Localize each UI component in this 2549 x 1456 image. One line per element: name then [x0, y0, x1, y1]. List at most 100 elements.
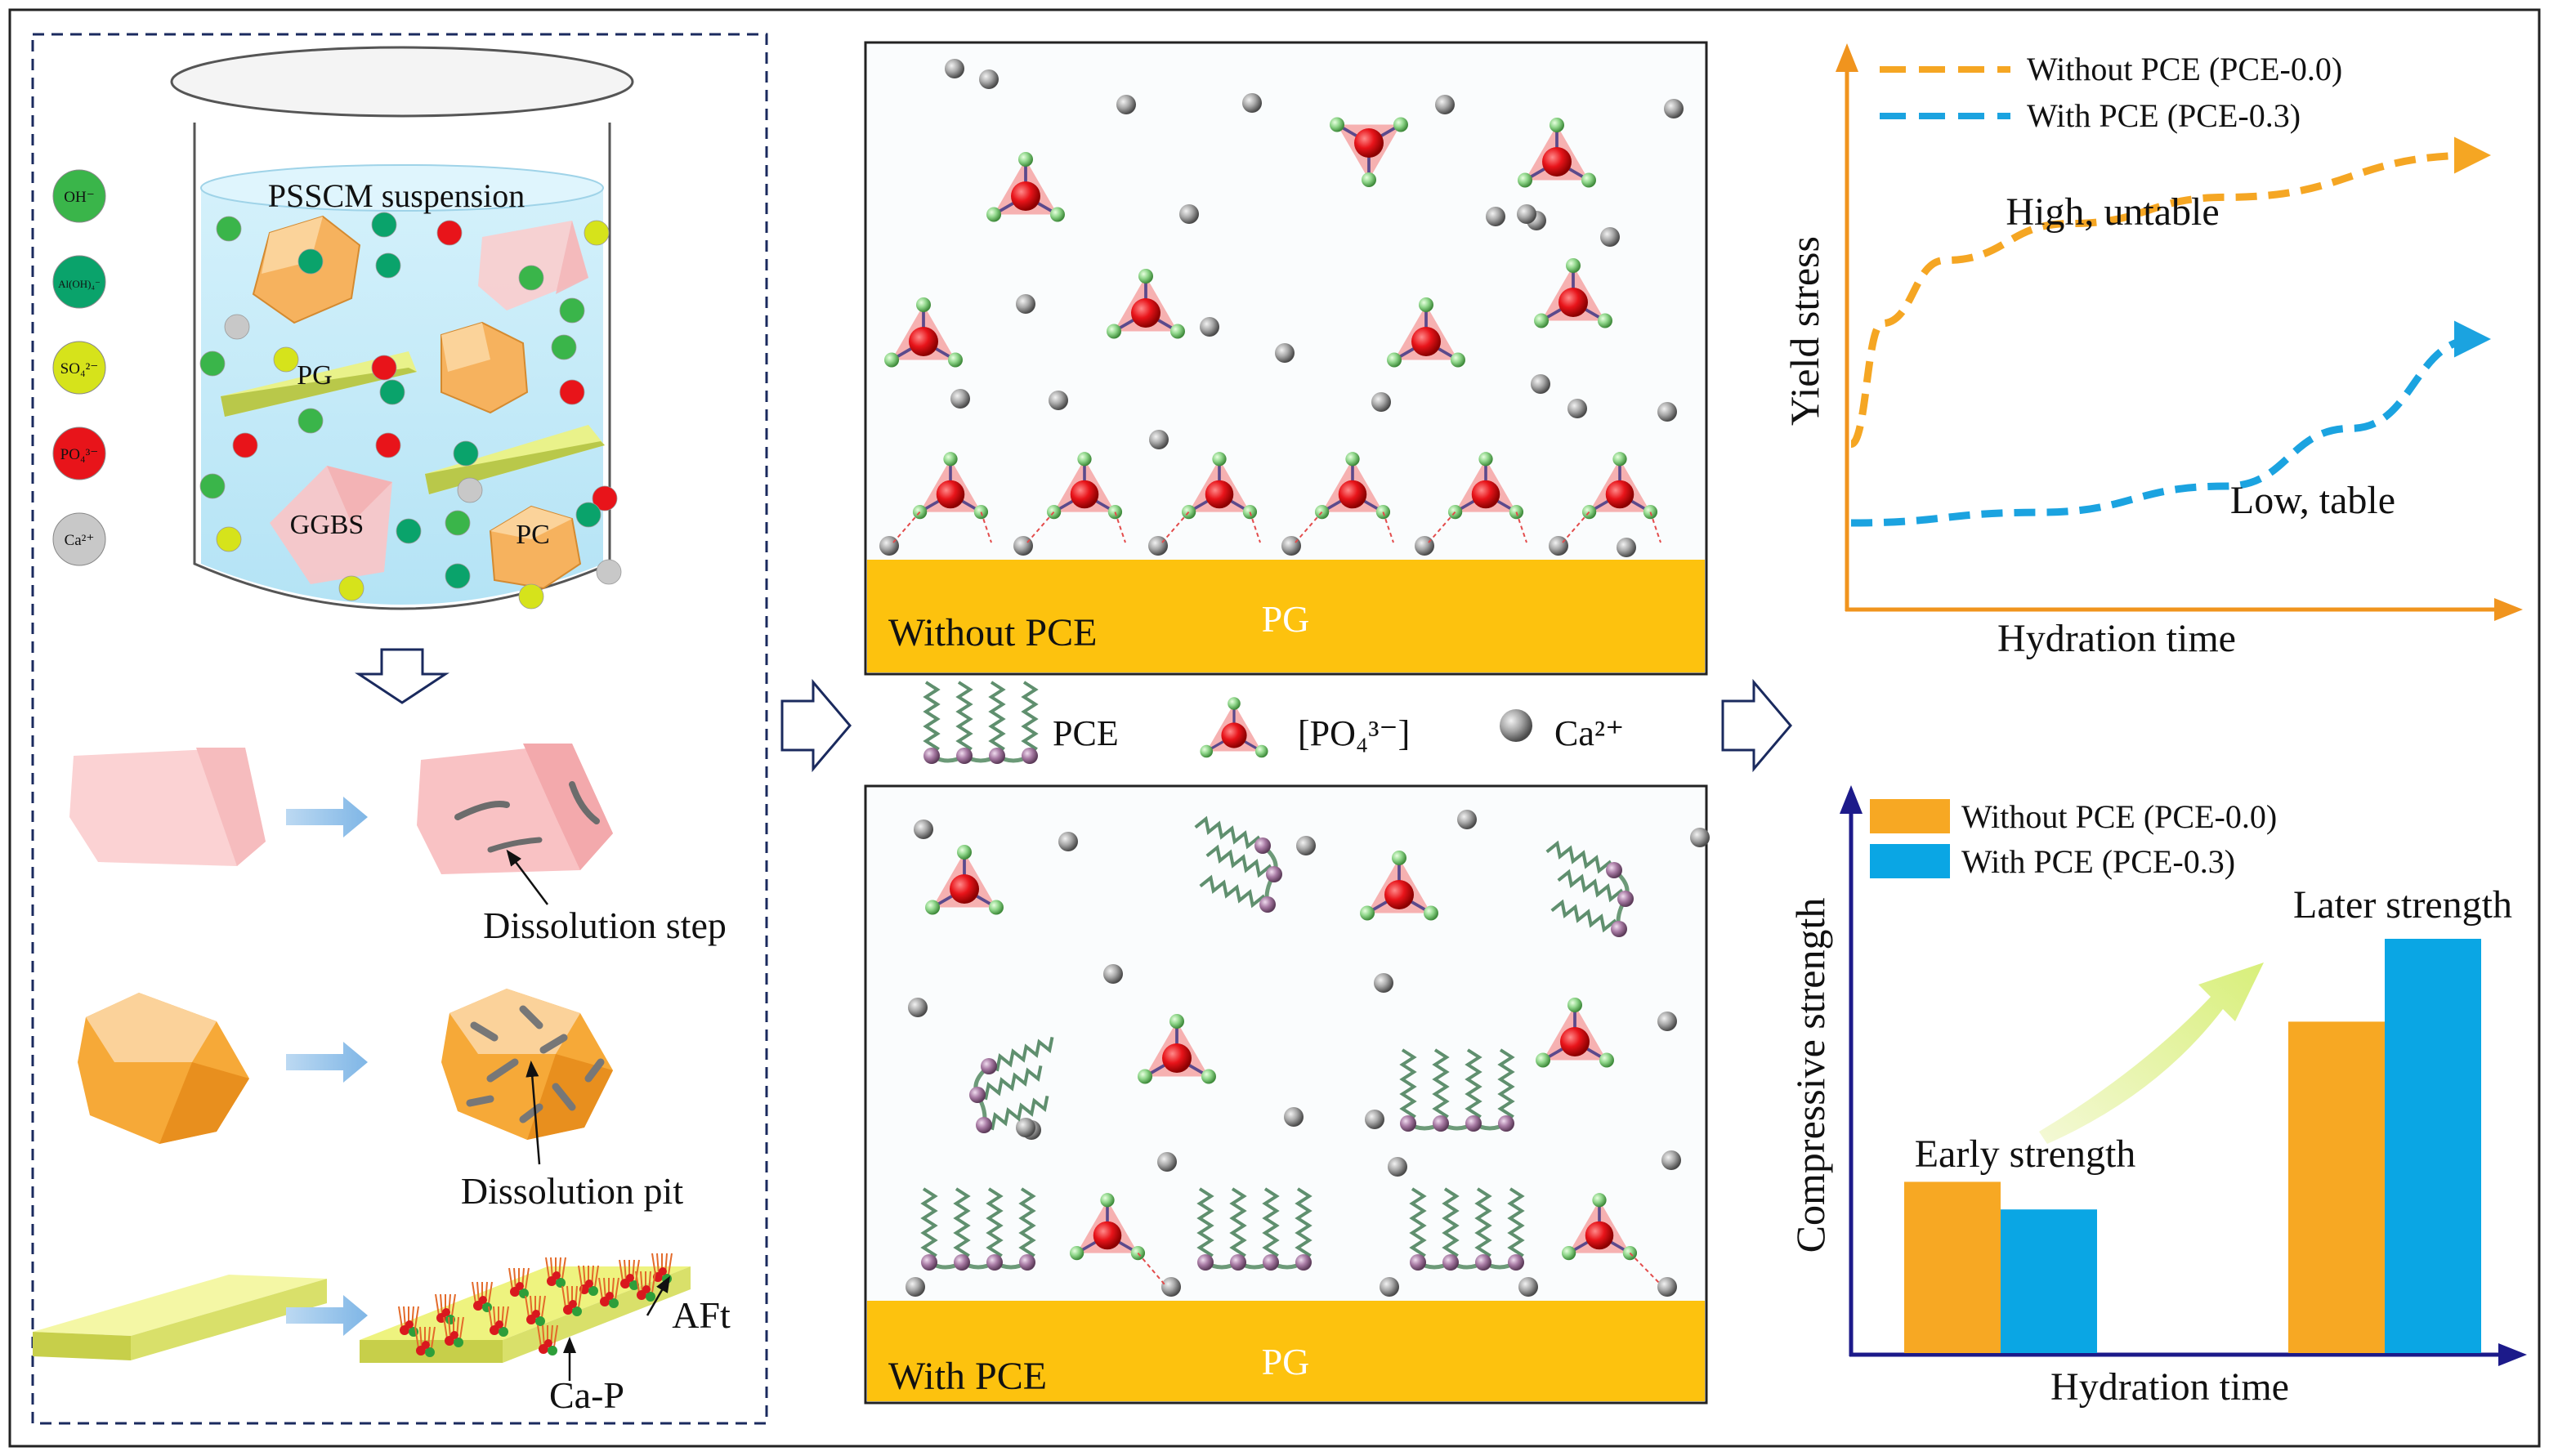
calcium-ion — [914, 820, 933, 839]
ion-dot — [224, 314, 250, 340]
ion-dot — [518, 265, 544, 291]
pce-side-chain — [1199, 874, 1269, 909]
oxygen-atom — [1200, 744, 1214, 758]
phosphorus-atom — [950, 874, 979, 904]
calcium-ion — [1242, 93, 1262, 113]
aft-needle — [493, 1306, 496, 1329]
aft-needle — [419, 1326, 423, 1349]
pce-side-chain — [1497, 1048, 1515, 1125]
suspension-label: PSSCM suspension — [268, 177, 525, 214]
calcium-ion — [979, 69, 999, 89]
middle-legend — [923, 681, 1532, 764]
oxygen-atom — [947, 352, 963, 368]
carboxyl-group — [1197, 1254, 1214, 1271]
oxygen-atom — [1360, 905, 1375, 921]
aft-needle — [561, 1285, 566, 1308]
pce-side-chain — [1557, 869, 1627, 903]
aft-needle — [488, 1306, 493, 1329]
aft-needle — [431, 1326, 436, 1349]
cap-particle — [516, 1282, 524, 1290]
aft-needle — [440, 1293, 443, 1316]
oxygen-atom — [1330, 117, 1345, 132]
aft-needle — [513, 1267, 517, 1290]
carboxyl-group — [1611, 921, 1627, 937]
oxygen-atom — [1599, 1052, 1614, 1068]
oxygen-atom — [1138, 269, 1153, 284]
ion-dot — [371, 355, 397, 381]
cap-particle — [585, 1280, 593, 1288]
aft-needle — [651, 1253, 656, 1275]
ionic-bond — [1249, 511, 1261, 543]
cap-particle — [495, 1320, 503, 1329]
blue-arrow-icon — [286, 797, 368, 837]
cap-particle — [405, 1320, 414, 1329]
aft-needle — [624, 1259, 627, 1282]
phosphorus-atom — [1131, 298, 1160, 328]
calcium-ion — [879, 536, 899, 556]
ion-legend-label: OH⁻ — [64, 189, 94, 206]
calcium-ion — [1600, 227, 1620, 247]
oxygen-atom — [925, 900, 941, 915]
calcium-ion — [1179, 204, 1199, 224]
cap-particle — [499, 1327, 508, 1337]
aft-needle — [476, 1281, 480, 1304]
cap-particle — [606, 1292, 614, 1300]
calcium-ion — [1281, 536, 1301, 556]
calcium-ion — [1415, 536, 1434, 556]
pce-backbone — [1416, 1260, 1518, 1270]
ion-dot — [445, 563, 471, 589]
yield-line-with-pce — [1850, 320, 2491, 527]
ion-dot — [371, 212, 397, 238]
down-arrow-icon — [355, 648, 449, 704]
strength-legend-with: With PCE (PCE-0.3) — [1961, 843, 2235, 880]
aft-needle — [541, 1295, 546, 1318]
strength-legend-without: Without PCE (PCE-0.0) — [1961, 798, 2277, 835]
ion-dot — [592, 485, 618, 511]
aft-needle — [553, 1324, 558, 1347]
legend-ca-label: Ca²⁺ — [1554, 713, 1624, 753]
ion-legend-label: PO₄³⁻ — [60, 446, 99, 463]
cap-particle — [588, 1286, 598, 1296]
pce-side-chain — [1295, 1187, 1313, 1264]
oxygen-atom — [1612, 452, 1627, 467]
calcium-ion — [1549, 536, 1568, 556]
cap-particle — [556, 1278, 566, 1288]
calcium-ion — [1517, 204, 1536, 224]
aft-pointer — [646, 1275, 671, 1316]
oxygen-atom — [957, 845, 972, 860]
pce-side-chain — [1442, 1187, 1460, 1264]
pce-backbone — [930, 753, 1031, 763]
ion-dot — [199, 473, 226, 499]
ion-legend-dot — [52, 427, 106, 480]
phosphorus-atom — [1354, 128, 1384, 158]
aft-needle — [504, 1306, 509, 1329]
carboxyl-group — [1465, 1115, 1482, 1132]
calcium-ion — [945, 59, 964, 78]
pce-side-chain — [988, 1036, 1054, 1072]
oxygen-atom — [1567, 998, 1582, 1012]
calcium-ion — [1657, 1012, 1677, 1031]
calcium-ion — [1664, 99, 1684, 118]
cap-particle — [532, 1310, 540, 1318]
oxygen-atom — [1419, 297, 1433, 312]
yield-x-label: Hydration time — [1997, 617, 2236, 660]
cap-label: Ca-P — [549, 1374, 624, 1416]
aft-needle — [668, 1253, 673, 1275]
oxygen-atom — [884, 352, 900, 368]
aft-needle — [443, 1316, 448, 1339]
yield-legend-with: With PCE (PCE-0.3) — [2027, 97, 2301, 134]
yield-y-label: Yield stress — [1782, 236, 1827, 426]
pce-side-chain — [1205, 844, 1276, 878]
phosphorus-atom — [1070, 480, 1099, 509]
calcium-ion — [1500, 709, 1532, 742]
legend-swatch-with — [1870, 844, 1950, 878]
strength-bar-with-pce — [2385, 939, 2481, 1353]
carboxyl-group — [923, 748, 940, 764]
ion-legend-label: SO₄²⁻ — [60, 360, 99, 377]
compressive-strength-chart — [1840, 785, 2527, 1366]
oxygen-atom — [1592, 1193, 1607, 1208]
pce-side-chain — [1018, 1187, 1036, 1264]
calcium-ion — [1157, 1152, 1177, 1172]
ion-legend-dot — [52, 255, 106, 309]
